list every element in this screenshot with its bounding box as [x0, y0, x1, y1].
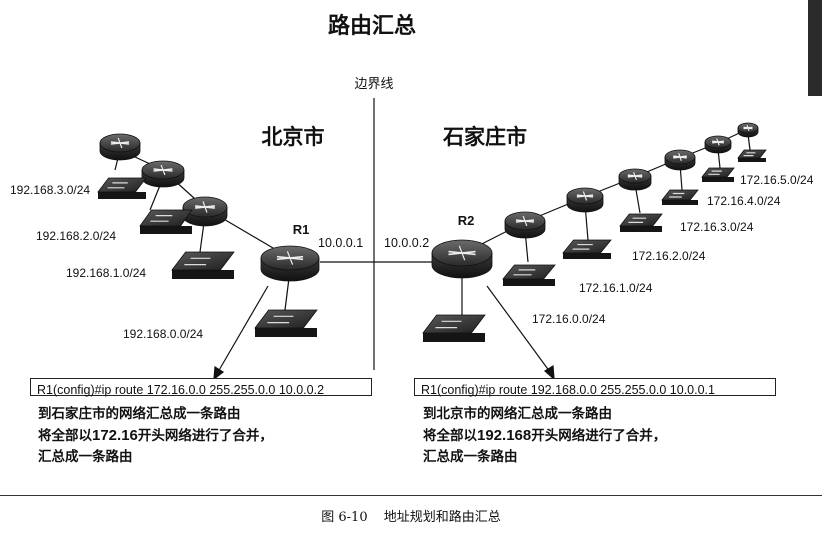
- router-icon: [704, 135, 732, 154]
- note-line: 将全部以192.168开头网络进行了合并，: [423, 427, 667, 444]
- summary-note-left: 到石家庄市的网络汇总成一条路由 将全部以172.16开头网络进行了合并， 汇总成…: [38, 404, 273, 468]
- figure-number: 图 6-10: [321, 510, 368, 525]
- edge-strip: [808, 0, 822, 96]
- note-line: 将全部以172.16开头网络进行了合并，: [38, 427, 273, 444]
- network-label: 192.168.0.0/24: [123, 327, 203, 341]
- router-icon: [260, 245, 320, 282]
- switch-icon: [562, 239, 612, 259]
- network-label: 192.168.1.0/24: [66, 266, 146, 280]
- region-beijing: 北京市: [262, 125, 325, 149]
- region-shijiazhuang: 石家庄市: [442, 125, 527, 149]
- switch-icon: [502, 264, 556, 286]
- switch-icon: [139, 209, 193, 234]
- router-icon: [182, 196, 228, 227]
- boundary-label: 边界线: [354, 77, 393, 92]
- network-label: 172.16.4.0/24: [707, 194, 781, 208]
- figure-caption: 图 6-10 地址规划和路由汇总: [0, 506, 822, 525]
- network-label: 172.16.0.0/24: [532, 312, 606, 326]
- switches: [97, 149, 767, 342]
- router-icon: [737, 122, 759, 138]
- switch-icon: [171, 251, 235, 279]
- router-r1-ip: 10.0.0.1: [318, 236, 363, 250]
- note-line: 汇总成一条路由: [38, 449, 133, 465]
- summary-note-right: 到北京市的网络汇总成一条路由 将全部以192.168开头网络进行了合并， 汇总成…: [423, 404, 666, 468]
- switch-icon: [422, 314, 486, 342]
- note-line: 到石家庄市的网络汇总成一条路由: [38, 406, 241, 422]
- router-icon: [504, 211, 546, 239]
- router-r1-label: R1: [293, 222, 310, 237]
- network-label: 172.16.3.0/24: [680, 220, 754, 234]
- diagram-title: 路由汇总: [328, 13, 416, 39]
- caption-rule: [0, 495, 822, 496]
- network-label: 172.16.2.0/24: [632, 249, 706, 263]
- pointer-arrows: [213, 285, 555, 381]
- router-icon: [566, 187, 604, 213]
- command-text-left: R1(config)#ip route 172.16.0.0 255.255.0…: [37, 383, 325, 397]
- switch-icon: [619, 213, 663, 232]
- switch-icon: [701, 167, 735, 182]
- figure-title: 地址规划和路由汇总: [383, 510, 501, 525]
- router-r2-label: R2: [458, 213, 475, 228]
- network-label: 192.168.3.0/24: [10, 183, 90, 197]
- network-label: 172.16.5.0/24: [740, 173, 814, 187]
- switch-icon: [254, 309, 318, 337]
- router-icon: [431, 239, 493, 279]
- note-line: 到北京市的网络汇总成一条路由: [423, 406, 612, 422]
- network-label: 192.168.2.0/24: [36, 229, 116, 243]
- network-label: 172.16.1.0/24: [579, 281, 653, 295]
- router-icon: [141, 160, 185, 188]
- command-text-right: R1(config)#ip route 192.168.0.0 255.255.…: [421, 383, 715, 397]
- router-r2-ip: 10.0.0.2: [384, 236, 429, 250]
- switch-icon: [737, 149, 767, 162]
- switch-icon: [97, 177, 147, 199]
- command-box-left: R1(config)#ip route 172.16.0.0 255.255.0…: [30, 378, 372, 397]
- command-box-right: R1(config)#ip route 192.168.0.0 255.255.…: [414, 378, 776, 397]
- router-icon: [618, 168, 652, 191]
- router-icon: [99, 133, 141, 161]
- switch-icon: [661, 189, 699, 205]
- routers: [99, 122, 759, 282]
- router-icon: [664, 149, 696, 171]
- note-line: 汇总成一条路由: [423, 449, 518, 465]
